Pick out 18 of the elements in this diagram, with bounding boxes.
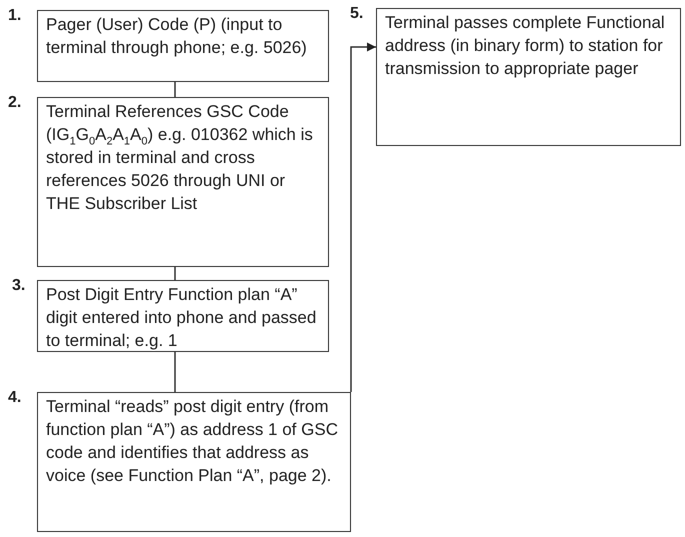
step-box (376, 8, 681, 146)
step-box (37, 392, 351, 532)
step-number: 1. (8, 6, 22, 26)
step-box (37, 97, 329, 267)
step-number: 4. (8, 388, 22, 408)
step-number: 5. (350, 4, 364, 24)
step-text: Post Digit Entry Function plan “A” digit entered into phone and passed to terminal; e.g. 1 (46, 284, 318, 352)
connector-line (174, 82, 176, 97)
step-number: 2. (8, 93, 22, 113)
arrow (350, 42, 376, 392)
step-text: Pager (User) Code (P) (input to terminal through phone; e.g. 5026) (46, 14, 308, 59)
step-text: Terminal References GSC Code (IG$_{1}$G$_{0}$A$_{2}$A$_{1}$A$_{0}$) e.g. 010362 which is stored in terminal and cross references 5026 through UNI or THE Subscriber List (46, 101, 314, 215)
step-number: 3. (12, 276, 26, 296)
step-text: Terminal passes complete Functional address (in binary form) to station for transmission to appropriate pager (385, 12, 666, 80)
step-text: Terminal “reads” post digit entry (from function plan “A”) as address 1 of GSC code and identifies that address as voice (see Function Plan “A”, page 2). (46, 396, 339, 487)
step-box (37, 10, 329, 82)
connector-line (174, 267, 176, 280)
connector-line (174, 352, 176, 392)
